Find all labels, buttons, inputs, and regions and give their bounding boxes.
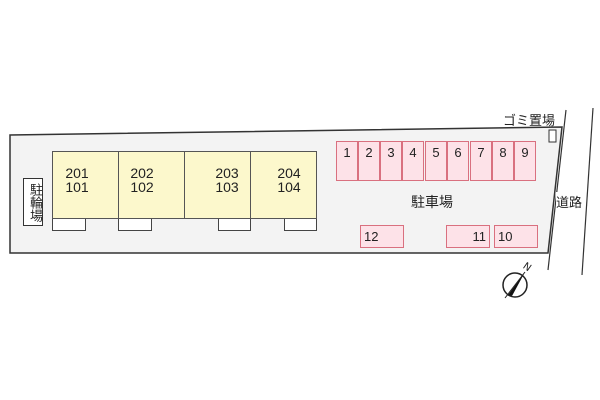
unit-block-4[interactable] xyxy=(250,151,317,219)
road-edge-left xyxy=(547,109,567,271)
road-label: 道路 xyxy=(556,192,583,211)
garbage-box xyxy=(548,129,557,143)
unit-upper-number: 202 xyxy=(130,165,154,181)
unit-lower-number: 102 xyxy=(130,179,154,195)
parking-space-12[interactable]: 12 xyxy=(360,225,404,248)
unit-lower-number: 101 xyxy=(65,179,89,195)
porch-3 xyxy=(218,219,251,231)
parking-space-9[interactable]: 9 xyxy=(514,141,536,181)
unit-upper-number: 201 xyxy=(65,165,89,181)
unit-upper-number: 203 xyxy=(215,165,239,181)
unit-block-2[interactable] xyxy=(118,151,185,219)
parking-space-4[interactable]: 4 xyxy=(402,141,424,181)
unit-upper-number: 204 xyxy=(277,165,301,181)
parking-space-10[interactable]: 10 xyxy=(494,225,538,248)
unit-block-3[interactable] xyxy=(184,151,251,219)
porch-4 xyxy=(284,219,317,231)
parking-space-7[interactable]: 7 xyxy=(470,141,492,181)
unit-lower-number: 103 xyxy=(215,179,239,195)
parking-space-6[interactable]: 6 xyxy=(447,141,469,181)
parking-space-1[interactable]: 1 xyxy=(336,141,358,181)
parking-space-3[interactable]: 3 xyxy=(380,141,402,181)
parking-lot-label: 駐車場 xyxy=(411,195,453,211)
unit-label-3: 203 103 xyxy=(212,166,242,194)
north-compass-icon xyxy=(502,271,528,299)
parking-space-11[interactable]: 11 xyxy=(446,225,490,248)
parking-space-2[interactable]: 2 xyxy=(358,141,380,181)
porch-2 xyxy=(118,219,152,231)
unit-label-4: 204 104 xyxy=(274,166,304,194)
road-edge-right xyxy=(581,107,594,276)
unit-lower-number: 104 xyxy=(277,179,301,195)
bicycle-parking-label: 駐輪場 xyxy=(27,182,42,222)
unit-label-1: 201 101 xyxy=(62,166,92,194)
parking-space-5[interactable]: 5 xyxy=(425,141,447,181)
parking-space-8[interactable]: 8 xyxy=(492,141,514,181)
garbage-area-label: ゴミ置場 xyxy=(503,114,556,129)
porch-1 xyxy=(52,219,86,231)
bicycle-parking: 駐輪場 xyxy=(23,178,43,226)
unit-label-2: 202 102 xyxy=(127,166,157,194)
